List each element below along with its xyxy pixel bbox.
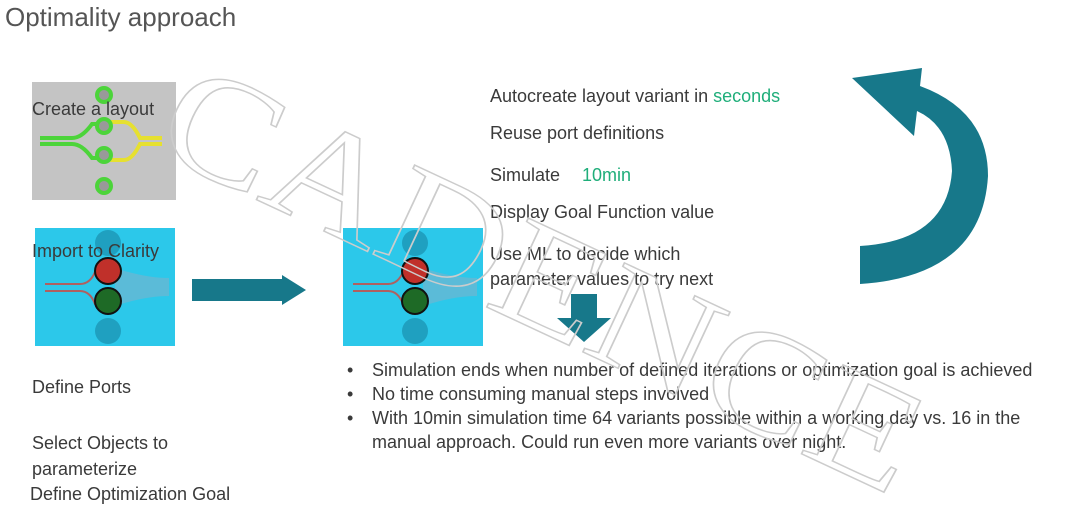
step-ml: Use ML to decide which parameter values … (490, 244, 714, 289)
bullet-item: No time consuming manual steps involved (345, 382, 1070, 406)
step-autocreate-highlight: seconds (713, 86, 781, 106)
slide-title: Optimality approach (5, 2, 237, 32)
layout-image (32, 82, 176, 200)
step-display: Display Goal Function value (490, 202, 715, 222)
variant-image (343, 228, 483, 346)
import-clarity-label: Import to Clarity (32, 241, 160, 261)
step-reuse: Reuse port definitions (490, 123, 665, 143)
define-ports-label: Define Ports (32, 377, 132, 397)
create-layout-label: Create a layout (32, 99, 155, 119)
select-objects-label: Select Objects to parameterize (32, 433, 169, 479)
step-autocreate-text: Autocreate layout variant in (490, 86, 714, 106)
clarity-import-image (35, 228, 175, 346)
bullet-item: With 10min simulation time 64 variants p… (345, 406, 1070, 454)
step-autocreate: Autocreate layout variant in seconds (490, 86, 780, 107)
down-arrow-icon (557, 294, 611, 342)
step-simulate: Simulate 10min (490, 165, 631, 186)
loop-arrow-icon (852, 68, 988, 284)
bullet-item: Simulation ends when number of defined i… (345, 358, 1070, 382)
right-arrow-icon (192, 275, 306, 305)
bullet-list: Simulation ends when number of defined i… (345, 358, 1070, 454)
define-goal-label: Define Optimization Goal (30, 484, 231, 504)
step-simulate-text: Simulate (490, 165, 561, 185)
step-simulate-highlight: 10min (582, 165, 632, 185)
